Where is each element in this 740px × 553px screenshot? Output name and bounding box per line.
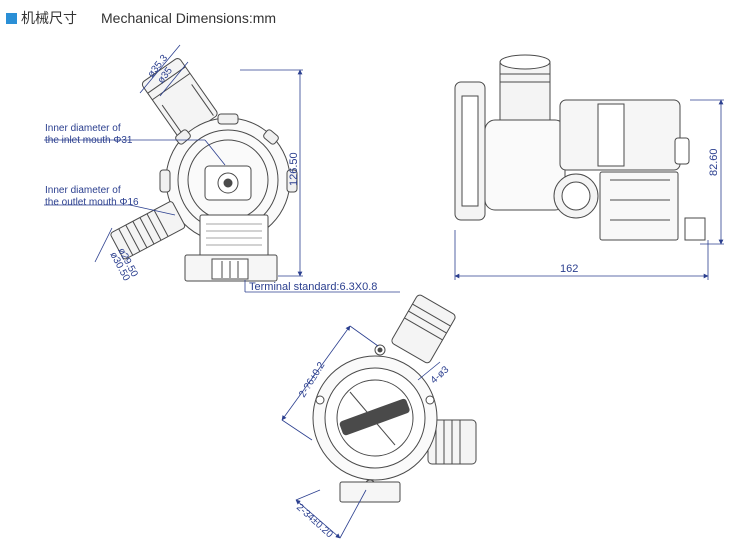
bottom-outlet-pipe <box>427 419 477 465</box>
side-view <box>454 54 706 241</box>
bottom-view <box>312 294 477 503</box>
housing-ribs <box>159 113 298 193</box>
outlet-pipe <box>110 201 186 260</box>
mount-hole-right <box>425 395 435 405</box>
dim-small-hole: 4-ø3 <box>429 364 452 386</box>
label-outlet-diameter-line2: the outlet mouth Φ16 <box>45 197 139 208</box>
label-inlet-diameter-line2: the inlet mouth Φ31 <box>45 135 133 146</box>
title-english: Mechanical Dimensions:mm <box>101 10 277 26</box>
motor-label-plate <box>199 214 269 258</box>
side-pump-body <box>484 119 566 211</box>
side-view-dimensions <box>454 99 724 280</box>
dim-side-width: 162 <box>560 263 578 275</box>
front-view <box>110 58 298 282</box>
title-chinese: 机械尺寸 <box>21 10 77 26</box>
mount-hole-left <box>315 395 325 405</box>
section-marker-icon <box>6 12 17 24</box>
bottom-view-dimensions <box>281 325 441 539</box>
label-terminal-standard: Terminal standard:6.3X0.8 <box>249 281 377 293</box>
side-terminal <box>599 171 679 241</box>
front-view-dimensions <box>44 44 400 293</box>
bottom-inlet-pipe <box>391 294 456 364</box>
label-inlet-diameter-line1: Inner diameter of <box>45 123 121 134</box>
center-shaft <box>217 172 239 194</box>
bottom-connector <box>339 481 401 503</box>
page-header: 机械尺寸 Mechanical Dimensions:mm <box>6 8 276 28</box>
label-outlet-diameter-line1: Inner diameter of <box>45 185 121 196</box>
dim-holes-bottom: 2-34±0.20 <box>294 502 335 541</box>
dim-side-height: 82.60 <box>708 148 720 176</box>
dim-total-height: 126.50 <box>288 152 300 186</box>
